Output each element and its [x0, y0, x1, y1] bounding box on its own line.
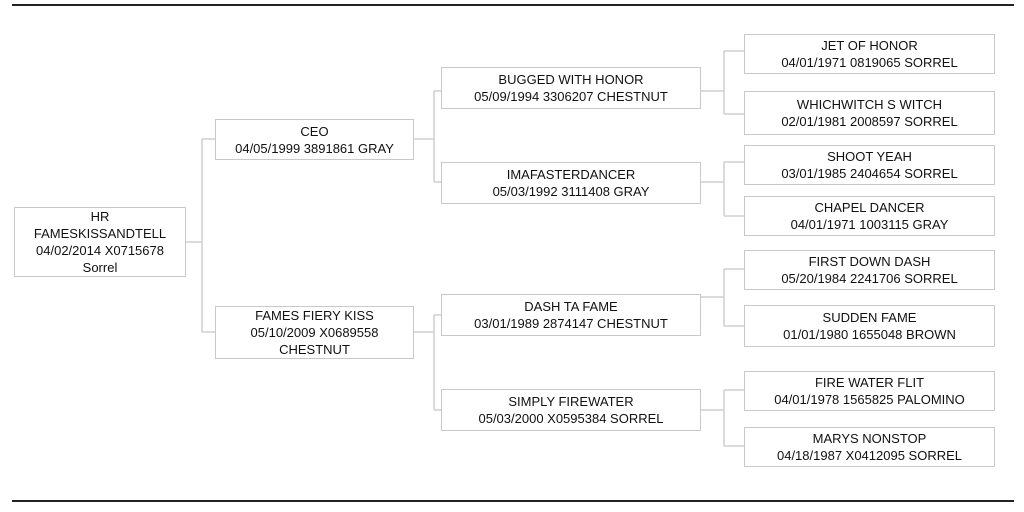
dam-sire-box: DASH TA FAME 03/01/1989 2874147 CHESTNUT: [441, 294, 701, 336]
great-grandparent-box: FIRST DOWN DASH 05/20/1984 2241706 SORRE…: [744, 250, 995, 290]
great-grandparent-box: JET OF HONOR 04/01/1971 0819065 SORREL: [744, 34, 995, 74]
dam-info: 05/10/2009 X0689558: [250, 325, 379, 340]
sire-dam-info: 05/03/1992 3111408 GRAY: [492, 184, 650, 199]
sire-dam-name: IMAFASTERDANCER: [506, 167, 636, 182]
great-grandparent-box: FIRE WATER FLIT 04/01/1978 1565825 PALOM…: [744, 371, 995, 411]
sire-sire-info: 05/09/1994 3306207 CHESTNUT: [474, 89, 668, 104]
great-grandparent-info: 05/20/1984 2241706 SORREL: [781, 271, 958, 286]
great-grandparent-info: 01/01/1980 1655048 BROWN: [783, 327, 956, 342]
great-grandparent-info: 04/01/1971 0819065 SORREL: [781, 55, 958, 70]
subject-prefix: HR: [90, 209, 110, 224]
subject-horse-box: HR FAMESKISSANDTELL 04/02/2014 X0715678 …: [14, 207, 186, 277]
great-grandparent-info: 04/18/1987 X0412095 SORREL: [776, 448, 963, 463]
great-grandparent-name: SHOOT YEAH: [827, 149, 912, 164]
dam-sire-info: 03/01/1989 2874147 CHESTNUT: [474, 316, 668, 331]
great-grandparent-info: 03/01/1985 2404654 SORREL: [781, 166, 958, 181]
sire-sire-name: BUGGED WITH HONOR: [498, 72, 644, 87]
sire-box: CEO 04/05/1999 3891861 GRAY: [215, 119, 414, 160]
dam-dam-name: SIMPLY FIREWATER: [508, 394, 634, 409]
sire-name: CEO: [300, 123, 329, 139]
great-grandparent-info: 04/01/1971 1003115 GRAY: [790, 217, 949, 232]
sire-sire-box: BUGGED WITH HONOR 05/09/1994 3306207 CHE…: [441, 67, 701, 109]
sire-dam-box: IMAFASTERDANCER 05/03/1992 3111408 GRAY: [441, 162, 701, 204]
dam-sire-name: DASH TA FAME: [524, 299, 618, 314]
great-grandparent-name: MARYS NONSTOP: [812, 431, 927, 446]
great-grandparent-name: CHAPEL DANCER: [814, 200, 925, 215]
great-grandparent-name: SUDDEN FAME: [822, 310, 917, 325]
great-grandparent-box: MARYS NONSTOP 04/18/1987 X0412095 SORREL: [744, 427, 995, 467]
great-grandparent-box: WHICHWITCH S WITCH 02/01/1981 2008597 SO…: [744, 91, 995, 135]
subject-color: Sorrel: [82, 260, 118, 275]
great-grandparent-box: SUDDEN FAME 01/01/1980 1655048 BROWN: [744, 305, 995, 347]
great-grandparent-box: CHAPEL DANCER 04/01/1971 1003115 GRAY: [744, 196, 995, 236]
great-grandparent-box: SHOOT YEAH 03/01/1985 2404654 SORREL: [744, 145, 995, 185]
subject-name: FAMESKISSANDTELL: [33, 226, 167, 241]
great-grandparent-info: 04/01/1978 1565825 PALOMINO: [774, 392, 965, 407]
dam-dam-info: 05/03/2000 X0595384 SORREL: [478, 411, 664, 426]
great-grandparent-name: FIRE WATER FLIT: [814, 375, 925, 390]
dam-dam-box: SIMPLY FIREWATER 05/03/2000 X0595384 SOR…: [441, 389, 701, 431]
bottom-rule: [12, 500, 1014, 502]
top-rule: [12, 4, 1014, 6]
great-grandparent-name: FIRST DOWN DASH: [808, 254, 931, 269]
great-grandparent-name: JET OF HONOR: [821, 38, 918, 53]
great-grandparent-info: 02/01/1981 2008597 SORREL: [781, 114, 958, 129]
subject-info: 04/02/2014 X0715678: [36, 243, 164, 258]
dam-box: FAMES FIERY KISS 05/10/2009 X0689558 CHE…: [215, 306, 414, 359]
dam-color: CHESTNUT: [279, 342, 350, 357]
sire-info: 04/05/1999 3891861 GRAY: [235, 140, 394, 156]
great-grandparent-name: WHICHWITCH S WITCH: [796, 97, 943, 112]
dam-name: FAMES FIERY KISS: [255, 308, 374, 323]
